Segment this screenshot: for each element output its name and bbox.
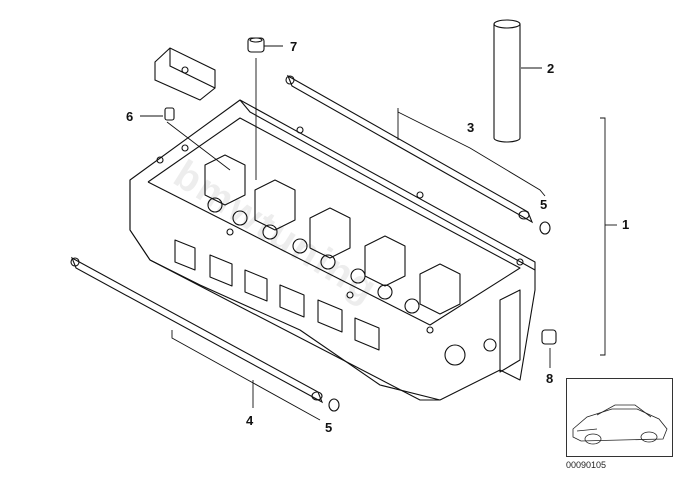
upper-rail-part-3	[285, 74, 534, 224]
tube-part-2	[493, 19, 521, 143]
sleeve-part-6	[164, 107, 175, 121]
reference-code: 00090105	[566, 460, 607, 470]
callout-2: 2	[547, 61, 554, 76]
cylinder-head-body	[129, 99, 536, 401]
callout-3: 3	[467, 120, 474, 135]
bearing-bracket	[154, 47, 216, 101]
callout-4: 4	[246, 413, 254, 428]
leader-lines	[140, 45, 617, 421]
vehicle-thumbnail	[566, 378, 673, 457]
cap-part-7	[247, 37, 265, 53]
washer-part-5	[328, 221, 551, 412]
callout-8: 8	[546, 371, 553, 386]
callout-6: 6	[126, 109, 133, 124]
callout-5-upper: 5	[540, 197, 547, 212]
callout-7: 7	[290, 39, 297, 54]
car-icon	[572, 404, 668, 445]
plug-part-8	[541, 329, 557, 345]
callout-5-lower: 5	[325, 420, 332, 435]
callout-1: 1	[622, 217, 629, 232]
lower-rail-part-4	[70, 256, 324, 404]
